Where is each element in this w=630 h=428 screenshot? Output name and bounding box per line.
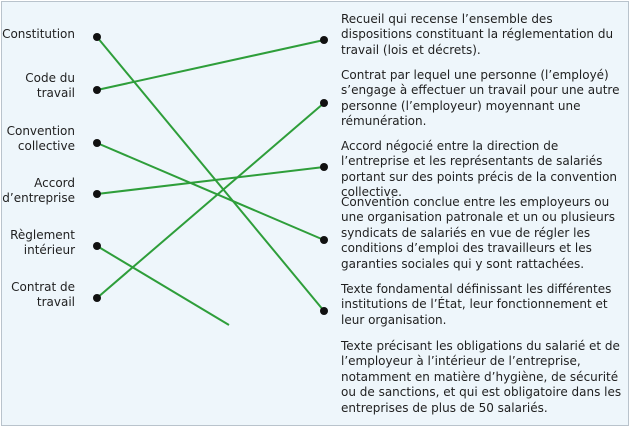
connection-line-5[interactable] xyxy=(96,102,325,299)
connection-line-1[interactable] xyxy=(96,39,325,91)
definition-reglement-interieur[interactable]: Texte précisant les obligations du salar… xyxy=(341,339,622,415)
left-item-constitution[interactable]: Constitution xyxy=(2,27,75,41)
right-connector-dot-4[interactable] xyxy=(320,307,328,315)
definition-constitution[interactable]: Texte fondamental définissant les différ… xyxy=(341,282,612,327)
right-connector-dot-3[interactable] xyxy=(320,236,328,244)
left-connector-dot-2[interactable] xyxy=(93,139,101,147)
left-item-convention-collective[interactable]: Convention collective xyxy=(6,124,75,153)
right-connector-dot-2[interactable] xyxy=(320,163,328,171)
left-connector-dot-5[interactable] xyxy=(93,294,101,302)
definition-accord-entreprise[interactable]: Accord négocié entre la direction de l’e… xyxy=(341,139,618,200)
left-connector-dot-1[interactable] xyxy=(93,86,101,94)
left-item-reglement-interieur[interactable]: Règlement intérieur xyxy=(10,228,75,257)
left-connector-dot-4[interactable] xyxy=(93,242,101,250)
connection-line-3[interactable] xyxy=(96,166,325,195)
left-connector-dot-3[interactable] xyxy=(93,190,101,198)
connection-line-2[interactable] xyxy=(96,142,325,241)
right-connector-dot-0[interactable] xyxy=(320,36,328,44)
left-item-code-du-travail[interactable]: Code du travail xyxy=(25,71,75,100)
connection-line-4[interactable] xyxy=(96,245,230,326)
right-connector-dot-1[interactable] xyxy=(320,99,328,107)
definition-convention-collective[interactable]: Convention conclue entre les employeurs … xyxy=(341,195,615,271)
left-item-accord-entreprise[interactable]: Accord d’entreprise xyxy=(2,176,75,205)
definition-contrat-de-travail[interactable]: Contrat par lequel une personne (l’emplo… xyxy=(341,68,620,129)
left-connector-dot-0[interactable] xyxy=(93,33,101,41)
definition-code-du-travail[interactable]: Recueil qui recense l’ensemble des dispo… xyxy=(341,12,614,57)
left-item-contrat-de-travail[interactable]: Contrat de travail xyxy=(11,280,75,309)
